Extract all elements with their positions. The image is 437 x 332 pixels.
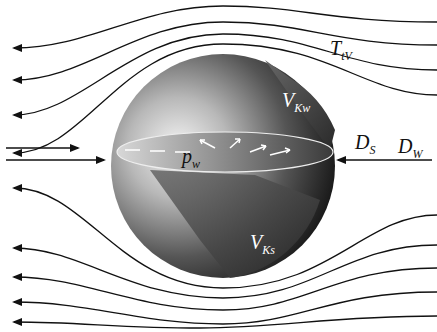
force-label: DS	[355, 132, 375, 156]
streamlines	[14, 6, 437, 328]
volume-label: VKw	[282, 90, 310, 114]
cut-wedge-lower	[150, 170, 320, 278]
sphere	[111, 54, 335, 278]
flow-temperature-label: TtV	[330, 38, 352, 62]
cut-plane	[117, 132, 333, 172]
volume-label: VKs	[250, 232, 275, 256]
force-label: DW	[398, 136, 422, 160]
pressure-arrows	[125, 139, 290, 155]
pressure-label: pw	[182, 146, 200, 170]
